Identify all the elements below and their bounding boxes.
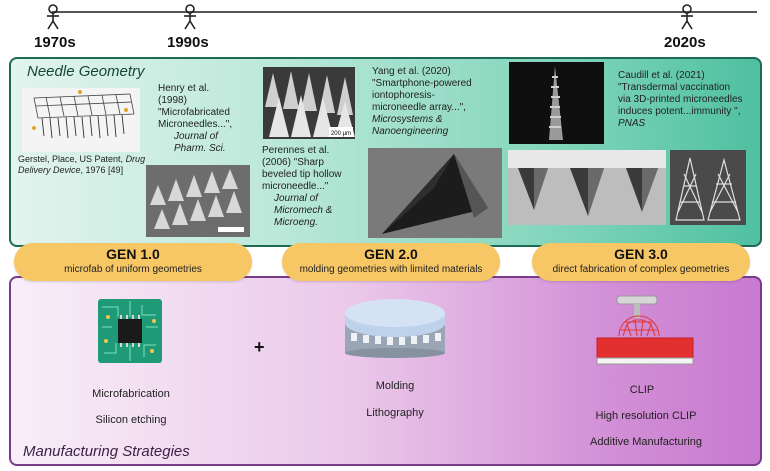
gen-subtitle: microfab of uniform geometries	[64, 264, 202, 275]
era-label-2020s: 2020s	[664, 34, 706, 51]
caudill-cones-image	[508, 150, 666, 225]
caudill-needle-image	[509, 62, 604, 144]
person-icon	[47, 4, 59, 30]
era-label-1990s: 1990s	[167, 34, 209, 51]
mold-icon	[345, 299, 445, 358]
gen-3-badge: GEN 3.0 direct fabrication of complex ge…	[532, 243, 750, 281]
clip-label: CLIP	[629, 384, 655, 396]
additive-manufacturing-label: Additive Manufacturing	[590, 436, 702, 448]
gen-title: GEN 2.0	[364, 246, 418, 262]
henry-sem-image	[146, 165, 250, 237]
gerstel-reference: Gerstel, Place, US Patent, Drug Delivery…	[18, 154, 146, 175]
yang-sem-image	[368, 148, 502, 238]
high-resolution-clip-label: High resolution CLIP	[595, 410, 697, 422]
gen-1-badge: GEN 1.0 microfab of uniform geometries	[14, 243, 252, 281]
panel-title: Manufacturing Strategies	[23, 443, 190, 460]
person-icon	[184, 4, 196, 30]
era-label-1970s: 1970s	[34, 34, 76, 51]
yang-reference: Yang et al. (2020) "Smartphone-powered i…	[372, 66, 472, 137]
caudill-lattice-image	[670, 150, 746, 225]
microchip-icon	[98, 299, 162, 363]
lithography-label: Lithography	[366, 407, 424, 419]
gen-title: GEN 1.0	[106, 246, 160, 262]
microfabrication-label: Microfabrication	[92, 388, 170, 400]
perennes-sem-image: 200 µm	[263, 67, 355, 139]
gen-subtitle: molding geometries with limited material…	[299, 264, 483, 275]
gen-2-badge: GEN 2.0 molding geometries with limited …	[282, 243, 500, 281]
henry-reference: Henry et al. (1998) "Microfabricated Mic…	[158, 83, 233, 154]
caudill-reference: Caudill et al. (2021) "Transdermal vacci…	[618, 70, 743, 129]
gen-title: GEN 3.0	[614, 246, 668, 262]
patent-drawing-image	[22, 88, 140, 152]
scale-bar-label: 200 µm	[331, 131, 351, 137]
perennes-reference: Perennes et al. (2006) "Sharp beveled ti…	[262, 145, 342, 228]
timeline-axis	[52, 11, 757, 13]
gen-subtitle: direct fabrication of complex geometries	[552, 264, 730, 275]
plus-sign: +	[254, 337, 265, 357]
clip-printer-icon	[596, 295, 694, 365]
person-icon	[681, 4, 693, 30]
panel-title: Needle Geometry	[27, 63, 145, 80]
silicon-etching-label: Silicon etching	[95, 414, 167, 426]
molding-label: Molding	[375, 380, 415, 392]
